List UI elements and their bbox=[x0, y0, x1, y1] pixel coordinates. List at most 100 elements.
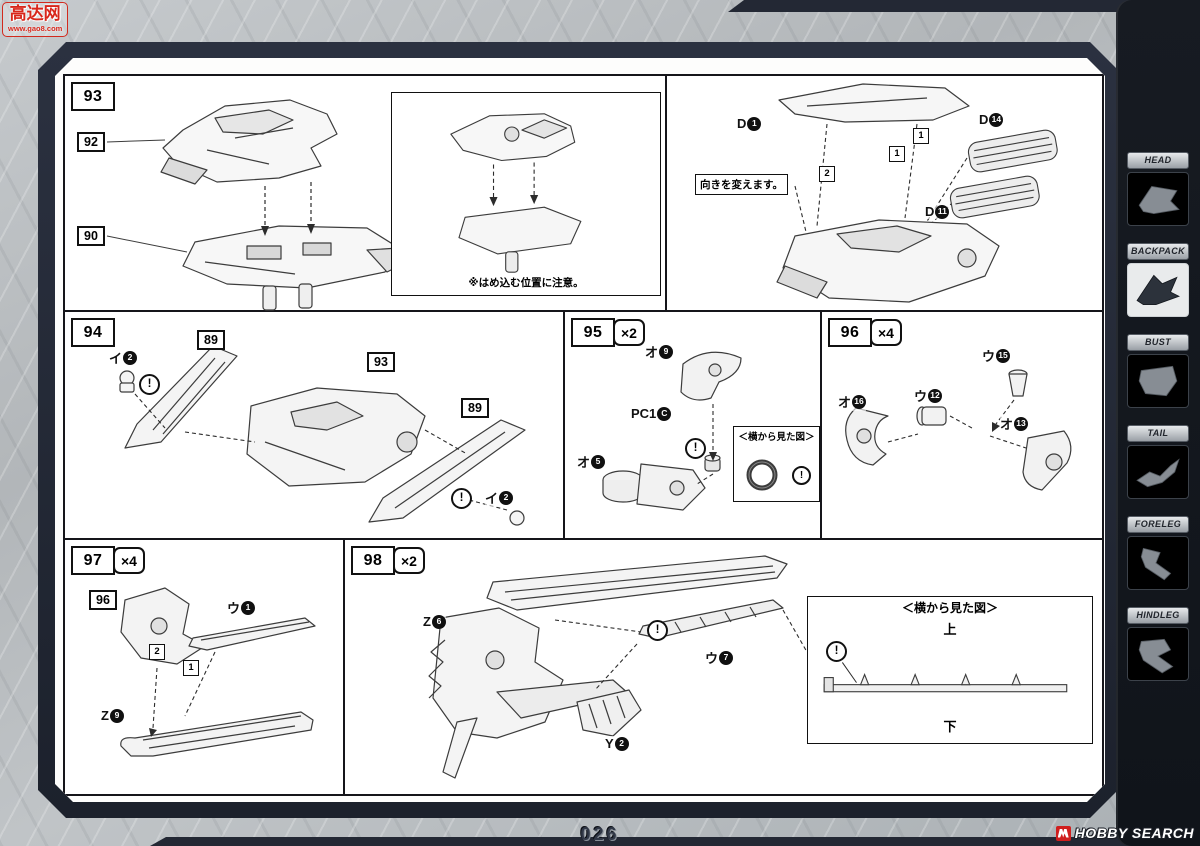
runner-number: 15 bbox=[996, 349, 1010, 363]
step-95-diagram bbox=[565, 312, 824, 542]
step-96-diagram bbox=[822, 312, 1102, 542]
runner-number: 1 bbox=[747, 117, 761, 131]
runner-number: 12 bbox=[928, 389, 942, 403]
zoid-bust-icon bbox=[1127, 354, 1189, 408]
sidebar-item-backpack: BACKPACK bbox=[1127, 243, 1189, 317]
runner-letter: ウ bbox=[705, 651, 719, 666]
orientation-bottom-label: 下 bbox=[943, 719, 957, 734]
sidebar-item-head: HEAD bbox=[1127, 152, 1189, 226]
sequence-tag: 1 bbox=[889, 146, 905, 162]
part-ref-badge: 89 bbox=[197, 330, 225, 350]
hobby-search-logo-icon bbox=[1055, 825, 1071, 841]
inset-title: ＜横から見た図＞ bbox=[901, 601, 998, 615]
runner-letter: イ bbox=[109, 351, 123, 366]
part-ref-badge: 93 bbox=[367, 352, 395, 372]
runner-letter: オ bbox=[577, 455, 591, 470]
step-93-continuation-diagram bbox=[667, 76, 1102, 314]
part-ref-badge: 89 bbox=[461, 398, 489, 418]
zoid-head-icon bbox=[1127, 172, 1189, 226]
orientation-note: 向きを変えます。 bbox=[695, 174, 788, 195]
step-97-diagram bbox=[65, 540, 347, 794]
step-number-badge: 94 bbox=[71, 318, 115, 347]
sidebar-label: TAIL bbox=[1127, 425, 1189, 442]
runner-letter: Y bbox=[605, 736, 614, 751]
quantity-multiplier: ×4 bbox=[113, 547, 145, 574]
site-watermark: 高达网 www.gao8.com bbox=[2, 2, 69, 37]
hobby-search-watermark: HOBBY SEARCH bbox=[1055, 825, 1194, 841]
caution-note: ※はめ込む位置に注意。 bbox=[468, 277, 584, 289]
watermark-title: 高达网 bbox=[9, 4, 61, 23]
runner-number: 2 bbox=[499, 491, 513, 505]
runner-letter: イ bbox=[485, 491, 499, 506]
warning-icon: ! bbox=[826, 641, 847, 662]
step-number-badge: 97 bbox=[71, 546, 115, 575]
runner-number: 16 bbox=[852, 395, 866, 409]
sidebar-label: HINDLEG bbox=[1127, 607, 1189, 624]
step-number-badge: 98 bbox=[351, 546, 395, 575]
inset-diagram bbox=[392, 93, 660, 295]
runner-number: 13 bbox=[1014, 417, 1028, 431]
side-view-inset: ＜横から見た図＞ ! bbox=[733, 426, 820, 502]
runner-number: 9 bbox=[110, 709, 124, 723]
sidebar-item-bust: BUST bbox=[1127, 334, 1189, 408]
part-ref-badge: 96 bbox=[89, 590, 117, 610]
watermark-url: www.gao8.com bbox=[8, 23, 63, 33]
runner-number: 7 bbox=[719, 651, 733, 665]
step-98-diagram bbox=[345, 540, 1102, 794]
warning-icon: ! bbox=[451, 488, 472, 509]
detail-inset: ※はめ込む位置に注意。 bbox=[391, 92, 661, 296]
sequence-tag: 1 bbox=[913, 128, 929, 144]
step-number-badge: 96 bbox=[828, 318, 872, 347]
runner-number: 1 bbox=[241, 601, 255, 615]
part-ref-badge: 90 bbox=[77, 226, 105, 246]
runner-letter: Z bbox=[423, 614, 431, 629]
runner-letter: オ bbox=[645, 345, 659, 360]
sidebar-label: HEAD bbox=[1127, 152, 1189, 169]
sequence-tag: 1 bbox=[183, 660, 199, 676]
side-view-inset: ＜横から見た図＞ ! 上 下 bbox=[807, 596, 1093, 744]
hobby-search-text: HOBBY SEARCH bbox=[1074, 825, 1194, 841]
zoid-foreleg-icon bbox=[1127, 536, 1189, 590]
frame-bottom-band bbox=[150, 837, 1200, 846]
runner-number: 14 bbox=[989, 113, 1003, 127]
runner-number: 9 bbox=[659, 345, 673, 359]
zoid-tail-icon bbox=[1127, 445, 1189, 499]
sequence-tag: 2 bbox=[149, 644, 165, 660]
sidebar-label: BACKPACK bbox=[1127, 243, 1189, 260]
sidebar-label: BUST bbox=[1127, 334, 1189, 351]
zoid-backpack-icon bbox=[1127, 263, 1189, 317]
quantity-multiplier: ×4 bbox=[870, 319, 902, 346]
step-94-diagram bbox=[65, 312, 567, 542]
polycap-side-view bbox=[734, 449, 819, 501]
quantity-multiplier: ×2 bbox=[393, 547, 425, 574]
sequence-tag: 2 bbox=[819, 166, 835, 182]
runner-letter: D bbox=[979, 112, 989, 127]
quantity-multiplier: ×2 bbox=[613, 319, 645, 346]
sidebar-item-hindleg: HINDLEG bbox=[1127, 607, 1189, 681]
runner-letter: Z bbox=[101, 708, 109, 723]
runner-number: 5 bbox=[591, 455, 605, 469]
runner-letter: オ bbox=[838, 395, 852, 410]
step-93-diagram bbox=[65, 76, 669, 314]
page-number: 026 bbox=[580, 824, 620, 844]
